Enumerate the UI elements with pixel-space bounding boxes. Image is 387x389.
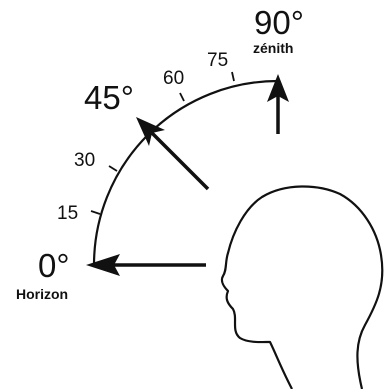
head-profile-icon	[220, 185, 384, 389]
tick-mark-30	[108, 165, 118, 172]
tick-label-60: 60	[163, 68, 184, 89]
horizon-caption: Horizon	[16, 286, 68, 302]
zenith-caption: zénith	[253, 40, 293, 56]
tick-label-30: 30	[74, 150, 95, 171]
tick-label-15: 15	[57, 203, 78, 224]
tick-mark-15	[90, 210, 101, 215]
tick-mark-75	[231, 71, 235, 82]
mid-angle-label: 45°	[84, 79, 134, 116]
arrow-left-icon	[86, 254, 206, 276]
tick-label-75: 75	[207, 50, 228, 71]
arrow-diagonal-icon	[136, 117, 210, 191]
arrow-up-icon	[267, 74, 289, 134]
zenith-angle-label: 90°	[254, 4, 304, 41]
horizon-angle-label: 0°	[38, 247, 70, 284]
tick-mark-60	[179, 92, 185, 102]
